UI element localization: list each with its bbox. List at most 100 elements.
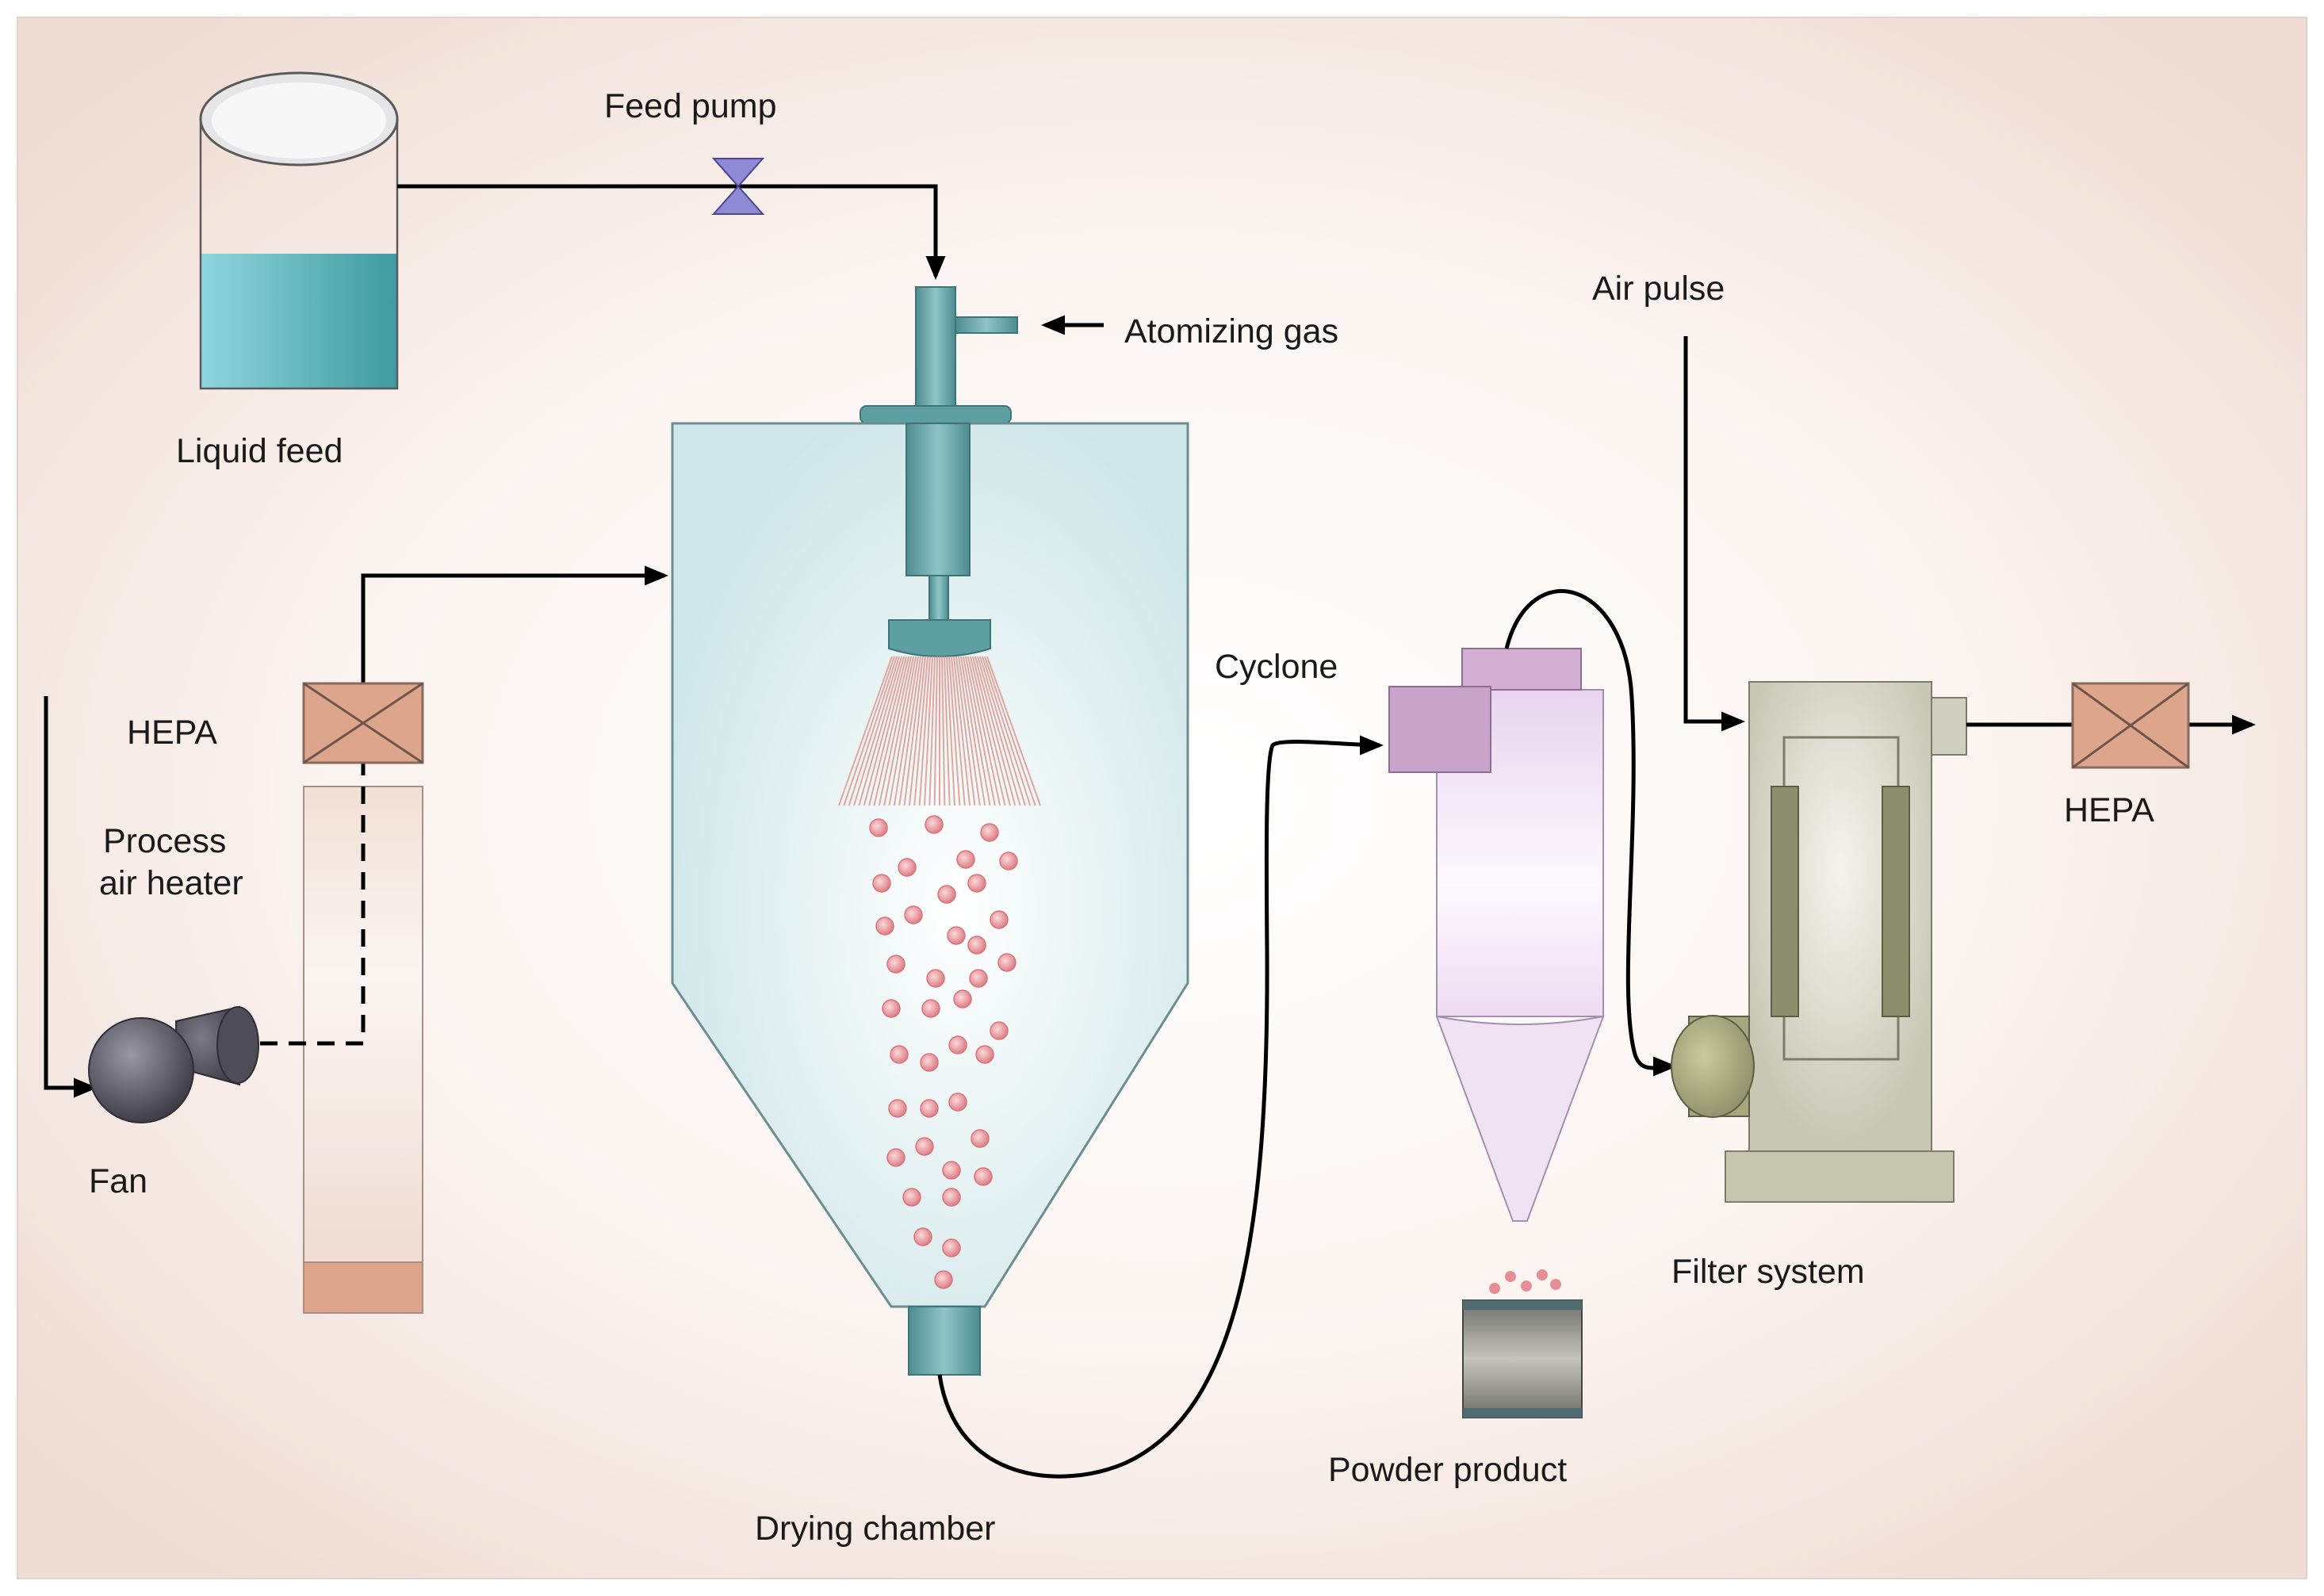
powder-product-base: [1463, 1408, 1582, 1418]
spray-line: [963, 656, 991, 806]
spray-line: [946, 656, 956, 806]
spray-line: [967, 656, 1001, 806]
spray-line: [960, 656, 986, 806]
droplet: [974, 1167, 993, 1186]
droplet: [975, 1045, 994, 1064]
liquid-feed-tank: [199, 71, 399, 390]
powder-particles: [1489, 1269, 1561, 1294]
chamber-outlet: [908, 1306, 981, 1376]
spray-line: [977, 656, 1021, 806]
air-pulse-line: [1683, 336, 1745, 732]
spray-line: [843, 656, 895, 806]
droplet: [969, 969, 988, 988]
hepa-right-label: HEPA: [2064, 791, 2154, 829]
filter-system: [1671, 681, 1967, 1203]
spray-line: [984, 656, 1036, 806]
droplet: [898, 858, 917, 877]
spray-line: [898, 656, 921, 806]
spray-line: [955, 656, 976, 806]
filter-system-label: Filter system: [1671, 1253, 1865, 1291]
droplet: [967, 874, 986, 893]
process-air-heater-label-line2: air heater: [99, 864, 243, 902]
droplet: [875, 917, 894, 936]
droplets: [869, 815, 1018, 1289]
spray-line: [903, 656, 924, 806]
droplet: [886, 1148, 905, 1167]
spray-line: [982, 656, 1032, 806]
droplet: [913, 1227, 932, 1246]
droplet: [937, 885, 956, 904]
air-pulse-label: Air pulse: [1592, 270, 1725, 308]
droplet: [915, 1137, 934, 1156]
spray-line: [953, 656, 971, 806]
outlet-hose: [937, 735, 1384, 1479]
droplet: [869, 818, 888, 837]
powder-product-lid: [1463, 1300, 1582, 1310]
droplet: [990, 910, 1009, 929]
spray-line: [972, 656, 1011, 806]
feed-pump-valve-icon: [711, 158, 765, 215]
droplet: [948, 1035, 967, 1054]
droplet: [942, 1188, 961, 1207]
spray-line: [958, 656, 981, 806]
spray-line: [974, 656, 1017, 806]
droplet: [888, 1099, 907, 1118]
spray-line: [941, 656, 946, 806]
droplet: [934, 1270, 953, 1289]
ambient-air-intake: [44, 696, 98, 1098]
droplet: [872, 874, 891, 893]
droplet: [999, 852, 1018, 871]
droplet: [990, 1021, 1009, 1040]
powder-product-label: Powder product: [1328, 1451, 1567, 1489]
droplet: [997, 953, 1017, 972]
heater-air-path: [260, 758, 366, 1046]
droplet: [920, 1099, 939, 1118]
spray-line: [965, 656, 996, 806]
spray-line: [928, 656, 936, 806]
droplet: [890, 1045, 909, 1064]
powder-product-container: [1462, 1299, 1583, 1418]
droplet: [926, 969, 945, 988]
droplet: [920, 1053, 939, 1072]
spray-line: [951, 656, 966, 806]
droplet: [904, 905, 923, 924]
droplet: [921, 999, 940, 1018]
spray-line: [878, 656, 912, 806]
spray-line: [908, 656, 926, 806]
spray-line: [948, 656, 961, 806]
cyclone-to-filter-hose: [1504, 589, 1677, 1077]
spray-line: [858, 656, 902, 806]
fan-label: Fan: [89, 1162, 147, 1200]
heater-to-chamber-line: [361, 565, 668, 683]
spray-line: [853, 656, 900, 806]
spray-fan: [838, 656, 1041, 806]
droplet: [882, 999, 901, 1018]
droplet: [902, 1188, 921, 1207]
hepa-filter-right-icon: [2071, 682, 2190, 769]
cyclone-label: Cyclone: [1215, 648, 1338, 686]
droplet: [925, 815, 944, 834]
droplet: [948, 1093, 967, 1112]
spray-line: [848, 656, 898, 806]
droplet: [956, 850, 975, 869]
spray-line: [979, 656, 1026, 806]
spray-line: [873, 656, 909, 806]
droplet: [967, 936, 986, 955]
spray-line: [838, 656, 893, 806]
droplet: [942, 1161, 961, 1180]
drying-chamber-label: Drying chamber: [755, 1510, 996, 1548]
droplet: [953, 989, 972, 1009]
spray-line: [913, 656, 928, 806]
feed-pump-label: Feed pump: [604, 87, 777, 125]
spray-line: [893, 656, 919, 806]
spray-line: [918, 656, 931, 806]
process-air-heater-label-line1: Process: [103, 822, 226, 860]
spray-line: [944, 656, 951, 806]
drying-chamber: [671, 422, 1189, 1308]
spray-line: [883, 656, 914, 806]
droplet: [886, 955, 905, 974]
spray-line: [923, 656, 933, 806]
droplet: [947, 926, 966, 945]
atomizing-gas-label: Atomizing gas: [1124, 312, 1338, 350]
hepa-left-label: HEPA: [127, 714, 217, 752]
